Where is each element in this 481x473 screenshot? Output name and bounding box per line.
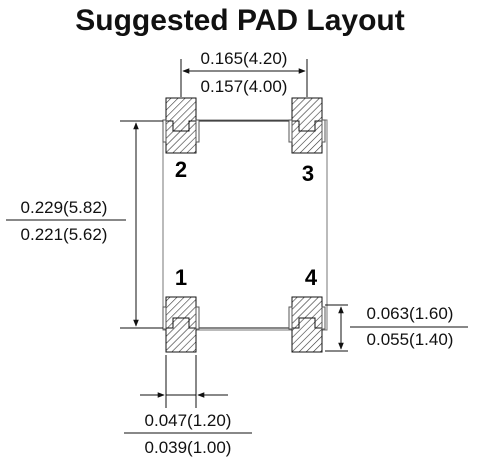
pad-1	[162, 296, 200, 353]
dim-height-max: 0.229(5.82)	[21, 198, 108, 217]
dim-pad-width-max: 0.047(1.20)	[145, 411, 232, 430]
pad-4	[288, 296, 326, 353]
dimension-overall-height: 0.229(5.82) 0.221(5.62)	[6, 120, 163, 329]
dimension-pad-width: 0.047(1.20) 0.039(1.00)	[124, 355, 252, 457]
pin-label-2: 2	[175, 157, 187, 182]
dim-pad-spacing-max: 0.165(4.20)	[201, 49, 288, 68]
dim-pad-height-min: 0.055(1.40)	[367, 330, 454, 349]
dimension-pad-height: 0.063(1.60) 0.055(1.40)	[325, 304, 468, 352]
page-title: Suggested PAD Layout	[75, 4, 404, 37]
pad-2	[162, 97, 200, 154]
pin-label-3: 3	[302, 161, 314, 186]
dim-pad-height-max: 0.063(1.60)	[367, 304, 454, 323]
component-outline	[162, 119, 328, 331]
dim-height-min: 0.221(5.62)	[21, 225, 108, 244]
pin-label-1: 1	[175, 265, 187, 290]
dim-pad-width-min: 0.039(1.00)	[145, 438, 232, 457]
dim-pad-spacing-min: 0.157(4.00)	[201, 77, 288, 96]
dimension-pad-spacing: 0.165(4.20) 0.157(4.00)	[180, 49, 308, 97]
pin-label-4: 4	[305, 265, 318, 290]
pad-3	[288, 97, 326, 154]
